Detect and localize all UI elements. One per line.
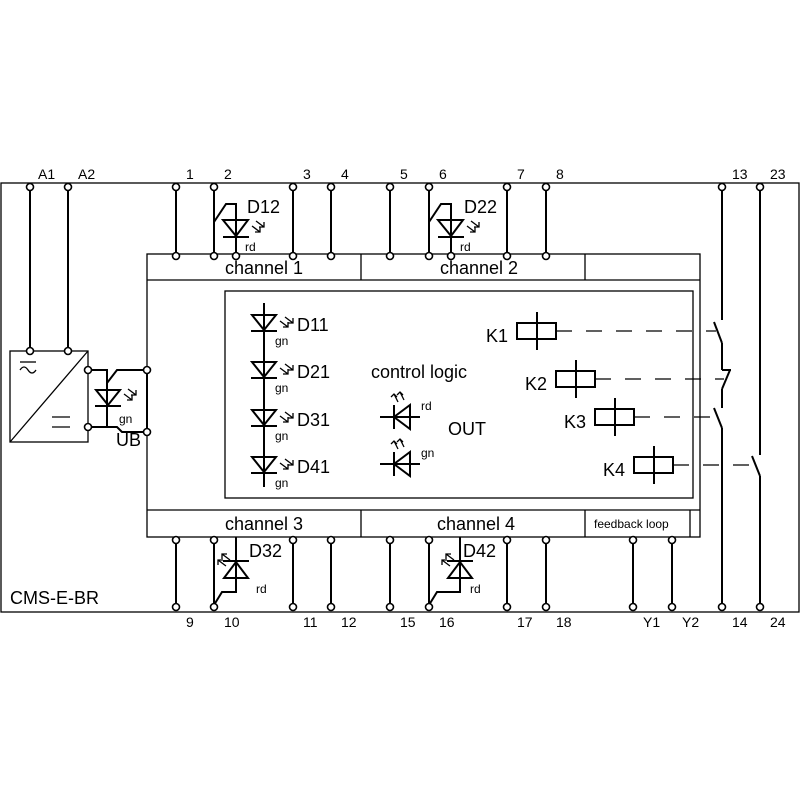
led-d21-label: D21: [297, 362, 330, 382]
control-logic-box: [224, 290, 694, 499]
led-d41-label: D41: [297, 457, 330, 477]
terminal-24: 24: [770, 614, 786, 630]
device-frame: [0, 182, 800, 613]
device-label: CMS-E-BR: [10, 588, 99, 608]
led-d21-color: gn: [275, 381, 288, 395]
mechanical-links: [556, 330, 754, 466]
power-supply-icon: [9, 350, 89, 443]
led-d12-color: rd: [245, 240, 256, 254]
terminal-17: 17: [517, 614, 533, 630]
terminal-A1: A1: [38, 166, 55, 182]
terminal-14: 14: [732, 614, 748, 630]
relay-k4-label: K4: [603, 460, 625, 480]
status-led-chain-icon: [249, 303, 294, 487]
terminal-11: 11: [303, 614, 318, 630]
bottom-terminal-labels: 9 10 11 12 15 16 17 18 Y1 Y2 14 24: [186, 614, 786, 630]
led-d41-color: gn: [275, 476, 288, 490]
terminal-4: 4: [341, 166, 349, 182]
terminal-12: 12: [341, 614, 357, 630]
terminal-A2: A2: [78, 166, 95, 182]
channel-3-label: channel 3: [225, 514, 303, 534]
led-d32-icon: [213, 537, 250, 606]
out-leds-icon: [380, 391, 420, 478]
led-d11-color: gn: [275, 334, 288, 348]
terminal-connectors: [25, 182, 765, 612]
out-led-2-color: gn: [421, 446, 434, 460]
led-d22-color: rd: [460, 240, 471, 254]
relay-contacts-icon: [713, 321, 761, 477]
relay-coils-icon: [516, 312, 674, 484]
terminal-7: 7: [517, 166, 525, 182]
top-wires: [29, 186, 761, 607]
ub-label: UB: [116, 430, 141, 450]
terminal-15: 15: [400, 614, 416, 630]
terminal-Y2: Y2: [682, 614, 699, 630]
led-d32-label: D32: [249, 541, 282, 561]
terminal-6: 6: [439, 166, 447, 182]
terminal-3: 3: [303, 166, 311, 182]
terminal-Y1: Y1: [643, 614, 660, 630]
terminal-8: 8: [556, 166, 564, 182]
terminal-5: 5: [400, 166, 408, 182]
relay-k3-label: K3: [564, 412, 586, 432]
module-block: [146, 253, 701, 538]
led-d42-icon: [428, 537, 474, 606]
terminal-18: 18: [556, 614, 572, 630]
feedback-loop-label: feedback loop: [594, 517, 669, 531]
relay-k2-label: K2: [525, 374, 547, 394]
led-d32-color: rd: [256, 582, 267, 596]
led-d22-label: D22: [464, 197, 497, 217]
terminal-9: 9: [186, 614, 194, 630]
led-d11-label: D11: [297, 315, 329, 335]
led-d31-label: D31: [297, 410, 330, 430]
out-led-1-color: rd: [421, 399, 432, 413]
top-terminal-labels: A1 A2 1 2 3 4 5 6 7 8 13 23: [38, 166, 786, 182]
channel-4-label: channel 4: [437, 514, 515, 534]
terminal-10: 10: [224, 614, 240, 630]
led-d12-label: D12: [247, 197, 280, 217]
led-d12-icon: [213, 203, 265, 256]
bottom-wires: [175, 537, 673, 607]
terminal-23: 23: [770, 166, 786, 182]
led-d31-color: gn: [275, 429, 288, 443]
terminal-16: 16: [439, 614, 455, 630]
led-d22-icon: [428, 203, 480, 256]
channel-1-label: channel 1: [225, 258, 303, 278]
channel-2-label: channel 2: [440, 258, 518, 278]
terminal-1: 1: [186, 166, 194, 182]
relay-k1-label: K1: [486, 326, 508, 346]
led-d42-color: rd: [470, 582, 481, 596]
ub-led-icon: [88, 369, 148, 433]
control-logic-label: control logic: [371, 362, 467, 382]
terminal-13: 13: [732, 166, 748, 182]
led-d42-label: D42: [463, 541, 496, 561]
ub-led-color: gn: [119, 412, 132, 426]
terminal-2: 2: [224, 166, 232, 182]
out-label: OUT: [448, 419, 486, 439]
